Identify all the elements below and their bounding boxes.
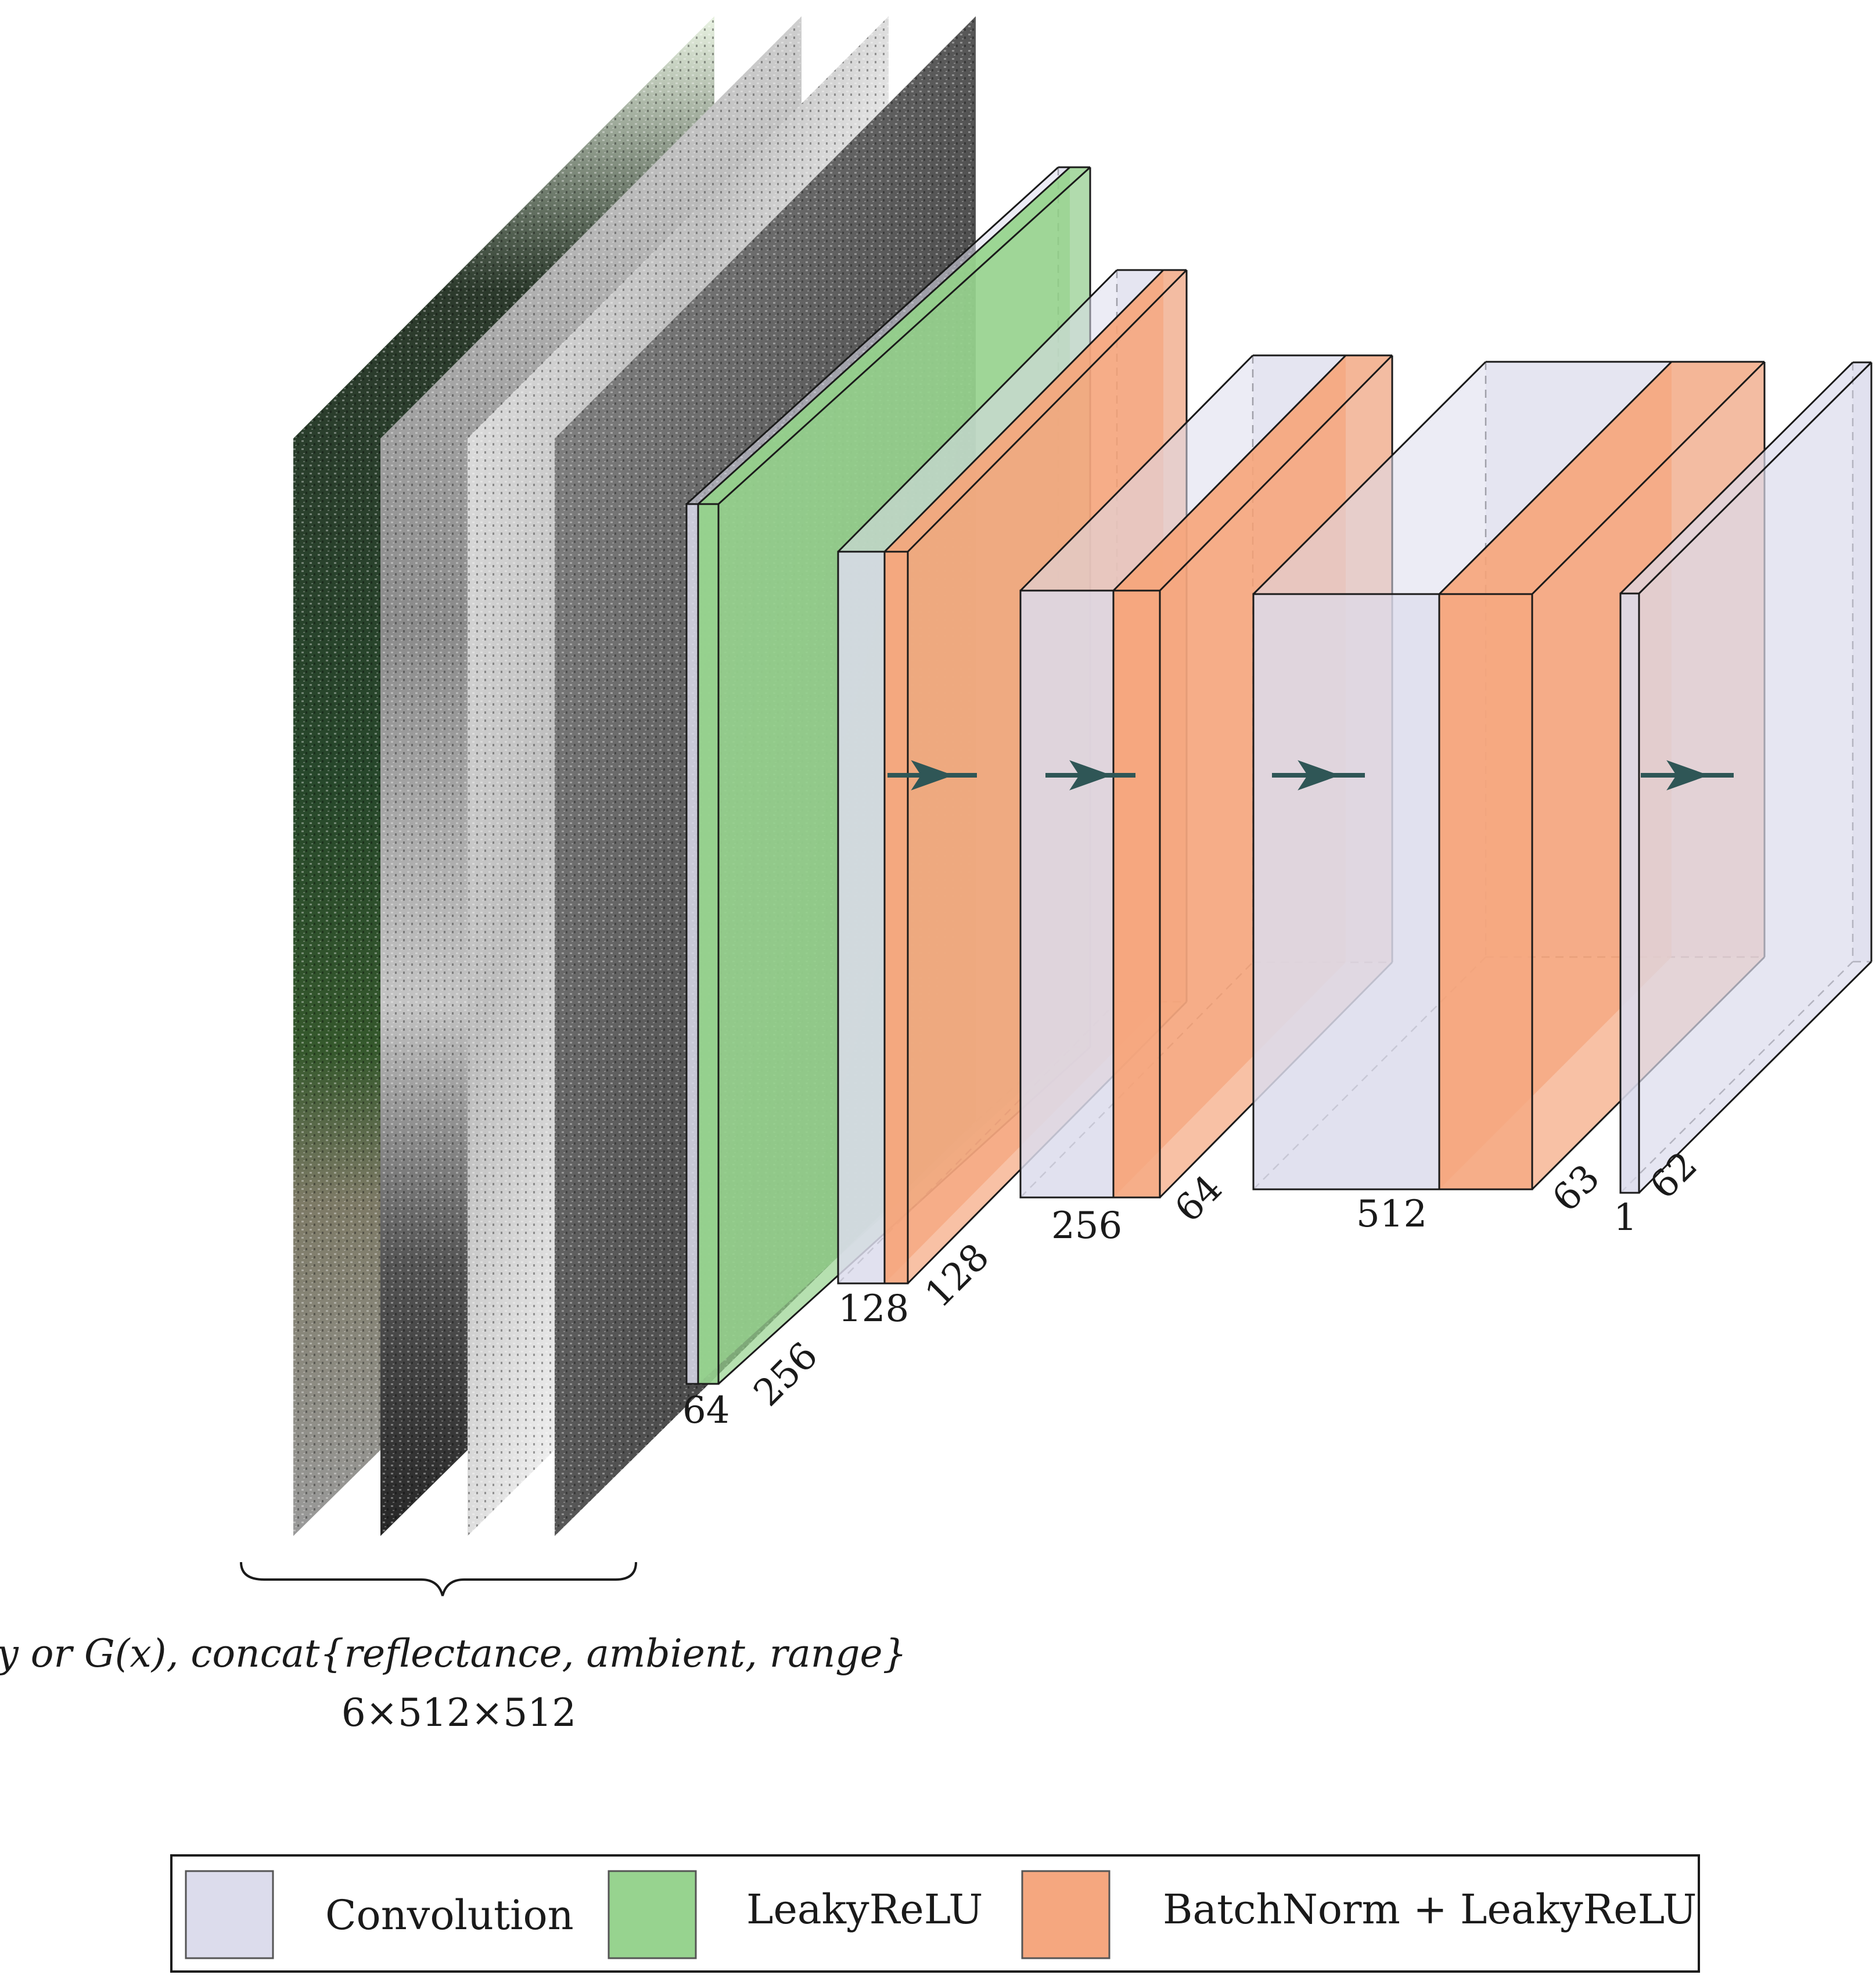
legend-label-convolution: Convolution <box>325 1891 574 1939</box>
legend-swatch-convolution <box>185 1870 274 1959</box>
block5-top <box>1620 362 1871 593</box>
block2-top-b <box>885 270 1187 552</box>
flow-arrows <box>887 760 1734 790</box>
block2-front-b <box>885 552 908 1283</box>
input-brace <box>240 1562 637 1596</box>
block3-top-b <box>1113 355 1392 591</box>
block3-dim-a: 256 <box>1051 1204 1122 1247</box>
input-caption: y or G(x), concat{reflectance, ambient, … <box>0 1562 907 1735</box>
block1-top-b <box>698 167 1090 504</box>
block4-top-a <box>1253 362 1672 594</box>
block1-front-a <box>687 504 698 1384</box>
legend: Convolution LeakyReLU BatchNorm + LeakyR… <box>170 1854 1700 1973</box>
input-caption-line2: 6×512×512 <box>342 1690 577 1735</box>
block1-top-a <box>687 167 1070 504</box>
block5-front <box>1620 593 1639 1193</box>
arrow-head <box>1298 760 1340 790</box>
block3-top-a <box>1020 355 1346 591</box>
block2-dim-a: 128 <box>838 1287 909 1330</box>
block4-dim-a: 512 <box>1356 1193 1427 1236</box>
legend-frame <box>170 1854 1700 1973</box>
block1-front-b <box>698 504 718 1384</box>
block3-front-b <box>1113 591 1160 1197</box>
flow-arrow-3 <box>1272 760 1365 790</box>
block2-top-a <box>838 270 1163 552</box>
block3-front-a <box>1020 591 1113 1197</box>
flow-arrow-4 <box>1641 760 1734 790</box>
block5 <box>1619 361 1873 1194</box>
flow-arrow-2 <box>1045 760 1135 790</box>
block4-front-b <box>1439 594 1532 1189</box>
legend-label-leakyrelu: LeakyReLU <box>746 1886 983 1933</box>
arrow-head <box>911 760 954 790</box>
block4-front-a <box>1253 594 1439 1189</box>
input-caption-line1: y or G(x), concat{reflectance, ambient, … <box>0 1631 907 1676</box>
block5-side-face <box>1639 362 1871 1193</box>
block2-front-a <box>838 552 885 1283</box>
legend-label-batchnorm: BatchNorm + LeakyReLU <box>1163 1886 1697 1933</box>
block5-dim-a: 1 <box>1613 1196 1637 1239</box>
arrow-head <box>1666 760 1709 790</box>
arrow-head <box>1069 760 1112 790</box>
block1-dim-a: 64 <box>682 1389 729 1432</box>
block4-top-b <box>1439 362 1764 594</box>
legend-swatch-leakyrelu <box>608 1870 697 1959</box>
legend-swatch-batchnorm <box>1021 1870 1110 1959</box>
flow-arrow-1 <box>887 760 977 790</box>
